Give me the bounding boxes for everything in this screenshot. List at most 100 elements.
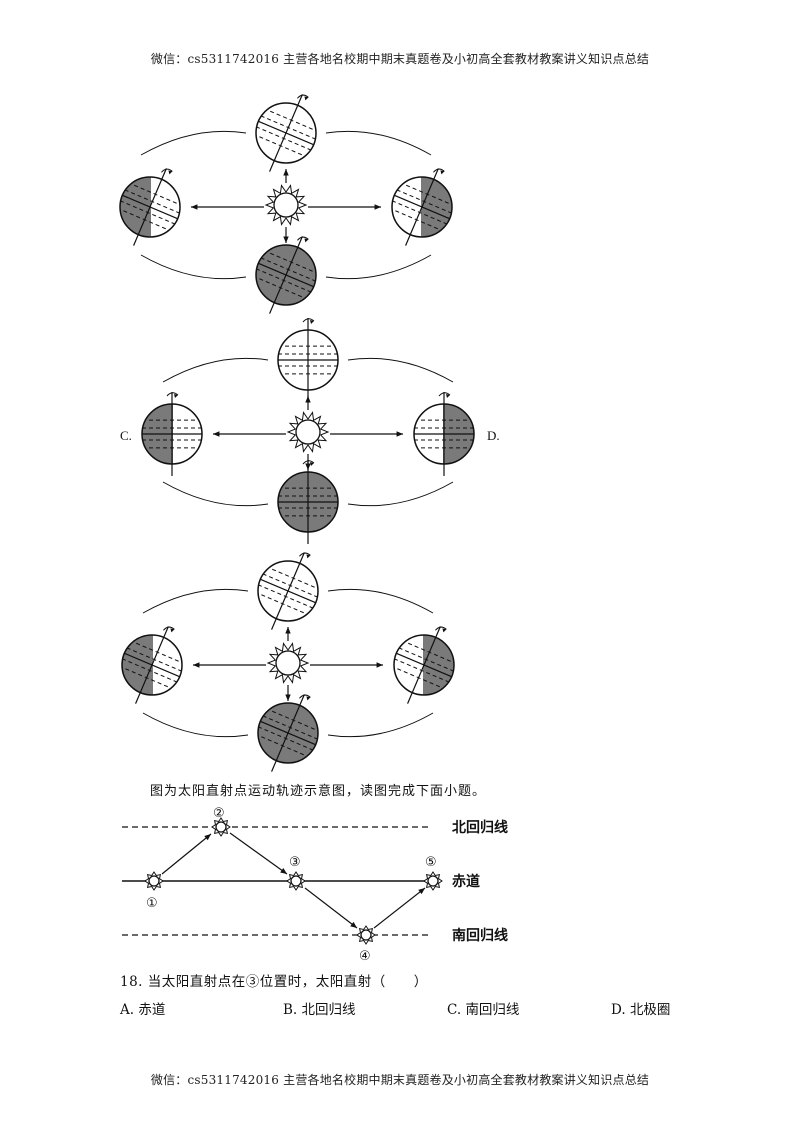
orbit-arc	[162, 357, 269, 383]
arrowhead-icon	[191, 204, 198, 210]
page-footer: 微信：cs5311742016 主营各地名校期中期末真题卷及小初高全套教材教案讲…	[150, 1073, 650, 1087]
point-label: ③	[289, 855, 301, 870]
option-d-label: D.	[487, 428, 500, 443]
earth-axis	[405, 168, 439, 246]
earth-globe	[390, 626, 458, 704]
rotation-arrow-icon	[166, 392, 179, 397]
answer-option-b[interactable]: B. 北回归线	[283, 998, 356, 1018]
arrowhead-icon	[418, 888, 425, 895]
rotation-arrow-icon	[302, 318, 315, 323]
sun-icon	[356, 925, 376, 945]
arrowhead-icon	[374, 204, 381, 210]
option-text: 北极圈	[629, 1002, 671, 1018]
rotation-arrow-icon	[435, 626, 447, 631]
rotation-arrow-icon	[433, 168, 445, 173]
rotation-arrow-icon	[163, 626, 175, 631]
arrowhead-icon	[376, 662, 383, 668]
point-label: ④	[359, 949, 371, 964]
arrowhead-icon	[283, 169, 289, 176]
orbit-arc	[325, 254, 432, 280]
arrowhead-icon	[350, 921, 357, 928]
earth-globe	[254, 552, 322, 630]
earth-axis	[271, 694, 305, 772]
earth-globe	[118, 626, 186, 704]
arrow-line	[373, 887, 426, 929]
earth-globe	[252, 94, 320, 172]
arrowhead-icon	[280, 868, 287, 874]
arrowhead-icon	[283, 236, 289, 243]
earth-globe	[413, 392, 475, 476]
orbit-arc	[142, 588, 249, 614]
sun-icon	[144, 871, 164, 891]
option-text: 北回归线	[301, 1002, 356, 1018]
option-letter: C.	[447, 1002, 462, 1018]
orbit-diagram-cd	[141, 318, 475, 544]
question-number: 18.	[120, 974, 143, 990]
option-c-label: C.	[120, 428, 132, 443]
arrowhead-icon	[213, 431, 220, 437]
earth-globe	[116, 168, 184, 246]
earth-globe	[277, 318, 339, 402]
orbit-arc	[347, 481, 454, 507]
rotation-arrow-icon	[299, 694, 311, 699]
arrow-line	[304, 887, 358, 929]
orbit-arc	[140, 254, 247, 280]
earth-axis	[135, 626, 169, 704]
earth-globe	[254, 694, 322, 772]
orbit-arc	[327, 712, 434, 738]
option-letter: D.	[611, 1002, 626, 1018]
orbit-arc	[142, 712, 249, 738]
orbit-arc	[325, 130, 432, 156]
option-text: 南回归线	[465, 1002, 520, 1018]
point-label: ②	[213, 806, 225, 821]
equator-label: 赤道	[452, 873, 480, 890]
south-tropic-label: 南回归线	[452, 927, 508, 944]
rotation-arrow-icon	[302, 460, 315, 465]
sun-icon	[286, 411, 330, 453]
rotation-arrow-icon	[161, 168, 173, 173]
answer-option-a[interactable]: A. 赤道	[120, 998, 165, 1018]
earth-axis	[269, 94, 303, 172]
point-label: ⑤	[425, 855, 437, 870]
rotation-arrow-icon	[438, 392, 451, 397]
sun-icon	[266, 642, 310, 684]
earth-globe	[141, 392, 203, 476]
arrowhead-icon	[193, 662, 200, 668]
arrowhead-icon	[204, 834, 211, 841]
sun-icon	[264, 184, 308, 226]
arrow-line	[229, 832, 288, 875]
orbit-diagram-a	[118, 552, 458, 772]
answer-option-d[interactable]: D. 北极圈	[611, 998, 670, 1018]
arrowhead-icon	[396, 431, 403, 437]
arrowhead-icon	[285, 627, 291, 634]
orbit-arc	[162, 481, 269, 507]
orbit-arc	[327, 588, 434, 614]
orbit-arc	[347, 357, 454, 383]
earth-axis	[133, 168, 167, 246]
rotation-arrow-icon	[299, 552, 311, 557]
earth-globe	[252, 236, 320, 314]
point-label: ①	[146, 896, 158, 911]
rotation-arrow-icon	[297, 236, 309, 241]
question-18: 18. 当太阳直射点在③位置时，太阳直射（ ）	[120, 970, 428, 990]
sun-icon	[423, 871, 443, 891]
north-tropic-label: 北回归线	[452, 819, 508, 836]
intro-text: 图为太阳直射点运动轨迹示意图，读图完成下面小题。	[150, 784, 487, 799]
earth-globe	[388, 168, 456, 246]
arrow-line	[161, 833, 212, 875]
earth-axis	[269, 236, 303, 314]
option-letter: B.	[283, 1002, 298, 1018]
earth-axis	[271, 552, 305, 630]
option-text: 赤道	[138, 1002, 166, 1018]
option-letter: A.	[120, 1002, 135, 1018]
earth-axis	[407, 626, 441, 704]
earth-globe	[277, 460, 339, 544]
arrowhead-icon	[285, 694, 291, 701]
orbit-arc	[140, 130, 247, 156]
answer-option-c[interactable]: C. 南回归线	[447, 998, 519, 1018]
rotation-arrow-icon	[297, 94, 309, 99]
orbit-diagram-b	[116, 94, 456, 314]
sun-icon	[211, 817, 231, 837]
